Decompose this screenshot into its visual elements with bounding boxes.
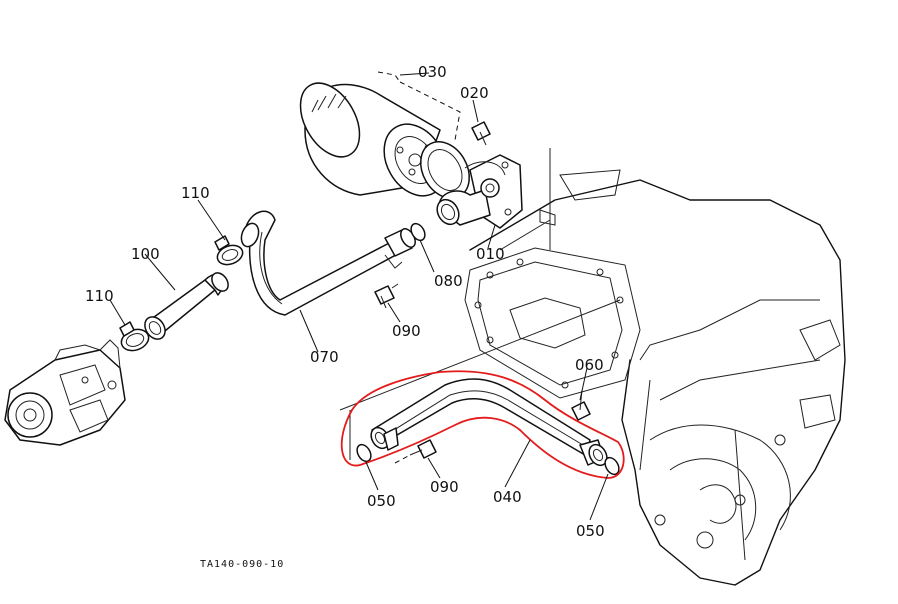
suction-pipe xyxy=(240,210,416,316)
o-ring-050-right xyxy=(604,456,620,476)
label-090-lower: 090 xyxy=(430,478,459,496)
label-050-right: 050 xyxy=(576,522,605,540)
label-040: 040 xyxy=(493,488,522,506)
leader-lines xyxy=(109,72,609,521)
label-110-upper: 110 xyxy=(181,184,210,202)
label-100: 100 xyxy=(131,245,160,263)
engine-housing xyxy=(339,148,846,586)
filter-head xyxy=(436,154,523,229)
label-030: 030 xyxy=(418,63,447,81)
bolt-060 xyxy=(571,389,591,421)
bolt-020 xyxy=(471,121,491,146)
hose-clamp-lower xyxy=(119,321,150,352)
bolt-090-lower xyxy=(394,439,437,464)
label-070: 070 xyxy=(310,348,339,366)
o-ring-050-left xyxy=(356,443,372,463)
label-110-lower: 110 xyxy=(85,287,114,305)
bolt-090-upper xyxy=(374,283,399,309)
label-050-left: 050 xyxy=(367,492,396,510)
oil-filter xyxy=(299,71,470,199)
label-010: 010 xyxy=(476,245,505,263)
hydraulic-pump xyxy=(4,339,126,446)
delivery-pipe xyxy=(370,378,608,467)
suction-hose xyxy=(144,272,229,340)
o-ring-080 xyxy=(410,222,426,242)
hose-clamp-upper xyxy=(214,235,244,266)
label-080: 080 xyxy=(434,272,463,290)
label-060: 060 xyxy=(575,356,604,374)
highlight-outline xyxy=(340,370,625,479)
figure-code: TA140-090-10 xyxy=(200,559,284,570)
label-090-upper: 090 xyxy=(392,322,421,340)
label-020: 020 xyxy=(460,84,489,102)
